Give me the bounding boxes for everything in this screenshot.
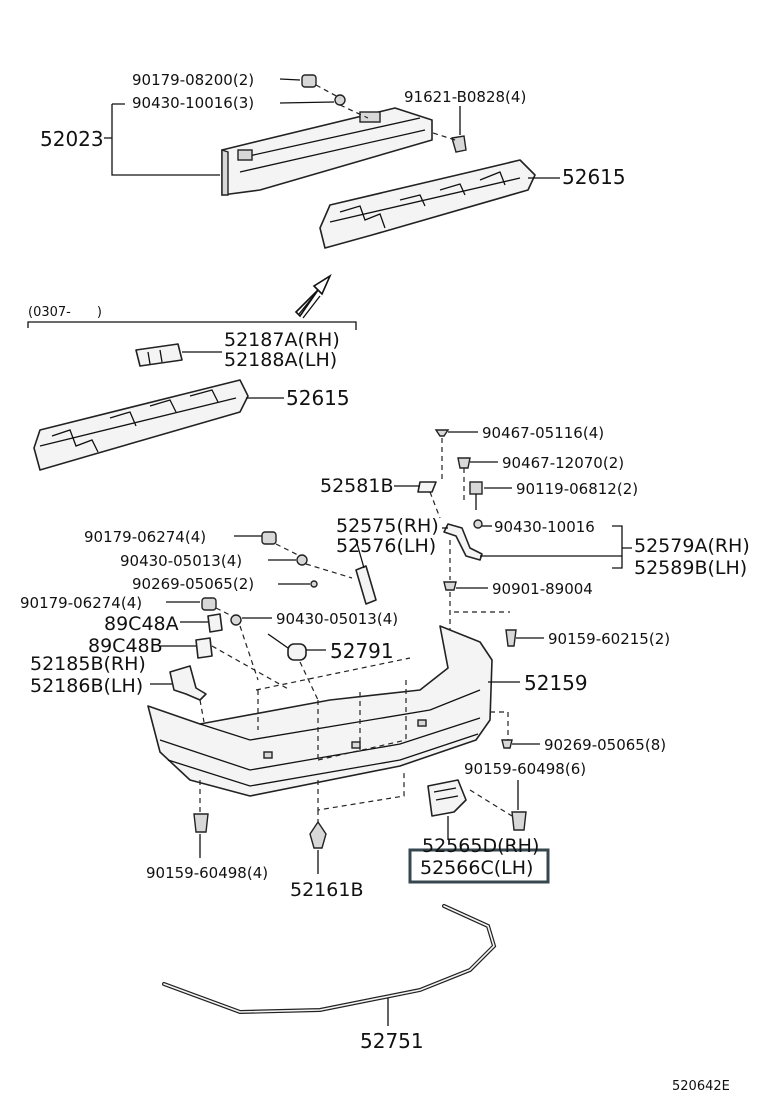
label-52185b: 52185B(RH) bbox=[30, 653, 146, 675]
retainer-52575-icon bbox=[443, 523, 483, 561]
clip-90269-05065-b-icon bbox=[501, 739, 513, 749]
label-52751: 52751 bbox=[360, 1029, 424, 1053]
bumper-molding-52751 bbox=[162, 904, 497, 1015]
diagram-code: 520642E bbox=[672, 1079, 730, 1094]
label-90430-05013-b: 90430-05013(4) bbox=[276, 610, 398, 628]
bumper-reinforcement-52023 bbox=[221, 107, 433, 196]
label-52187a: 52187A(RH) bbox=[224, 329, 340, 351]
label-89c48b: 89C48B bbox=[88, 635, 163, 657]
label-90430-05013-a: 90430-05013(4) bbox=[120, 552, 242, 570]
assembly-arrow-icon bbox=[294, 273, 332, 319]
screw-90159-60498-a-icon bbox=[511, 811, 527, 831]
label-90179-08200: 90179-08200(2) bbox=[132, 71, 254, 89]
label-90159-60498-4: 90159-60498(4) bbox=[146, 864, 268, 882]
nut-90179-06274-a-icon bbox=[261, 531, 277, 545]
label-89c48a: 89C48A bbox=[104, 613, 179, 635]
washer-90430-10016-icon bbox=[334, 94, 346, 106]
label-52023: 52023 bbox=[40, 127, 104, 151]
label-52589b: 52589B(LH) bbox=[634, 557, 747, 579]
clip-90467-05116-icon bbox=[434, 429, 450, 437]
label-52186b: 52186B(LH) bbox=[30, 675, 143, 697]
label-52566c: 52566C(LH) bbox=[420, 857, 533, 879]
label-90467-12070: 90467-12070(2) bbox=[502, 454, 624, 472]
washer-90430-05013-a-icon bbox=[296, 554, 308, 566]
label-range-note: (0307- ) bbox=[28, 305, 102, 320]
bracket-52575-stud-icon bbox=[355, 565, 377, 605]
bracket-52565d-icon bbox=[427, 779, 467, 817]
label-90430-10016: 90430-10016 bbox=[494, 518, 595, 536]
nut-90179-08200-icon bbox=[301, 74, 317, 88]
nut-90901-89004-icon bbox=[443, 581, 457, 591]
bolt-90119-06812-icon bbox=[469, 481, 483, 510]
label-90179-06274-b: 90179-06274(4) bbox=[20, 594, 142, 612]
label-90179-06274-a: 90179-06274(4) bbox=[84, 528, 206, 546]
label-90119-06812: 90119-06812(2) bbox=[516, 480, 638, 498]
label-90269-05065-8: 90269-05065(8) bbox=[544, 736, 666, 754]
label-52576: 52576(LH) bbox=[336, 535, 436, 557]
label-52565d: 52565D(RH) bbox=[422, 835, 539, 857]
clip-52161b-icon bbox=[309, 820, 327, 849]
bracket-52185b-icon bbox=[169, 665, 207, 701]
label-52615-mid: 52615 bbox=[286, 386, 350, 410]
clip-90467-12070-icon bbox=[457, 457, 471, 469]
label-52579a: 52579A(RH) bbox=[634, 535, 750, 557]
highlight-box-52566c bbox=[408, 848, 550, 884]
label-52791: 52791 bbox=[330, 639, 394, 663]
label-52581b: 52581B bbox=[320, 475, 393, 497]
label-90269-05065-2: 90269-05065(2) bbox=[132, 575, 254, 593]
label-52615-top: 52615 bbox=[562, 165, 626, 189]
label-52575: 52575(RH) bbox=[336, 515, 439, 537]
label-52161b: 52161B bbox=[290, 879, 363, 901]
sensor-52791-icon bbox=[267, 633, 307, 661]
bolt-91621-b0828-icon bbox=[451, 135, 467, 153]
clip-90269-05065-a-icon bbox=[310, 580, 318, 588]
label-90430-10016-3: 90430-10016(3) bbox=[132, 94, 254, 112]
label-90901-89004: 90901-89004 bbox=[492, 580, 593, 598]
label-52188a: 52188A(LH) bbox=[224, 349, 337, 371]
energy-absorber-52615-mid bbox=[33, 379, 249, 471]
label-52159: 52159 bbox=[524, 671, 588, 695]
energy-absorber-52615-top bbox=[319, 159, 536, 249]
label-90159-60215: 90159-60215(2) bbox=[548, 630, 670, 648]
pad-52581b-icon bbox=[417, 481, 437, 493]
washer-90430-05013-b-icon bbox=[230, 614, 242, 626]
label-90159-60498-6: 90159-60498(6) bbox=[464, 760, 586, 778]
retainer-89c48a-icon bbox=[207, 613, 223, 633]
washer-90430-10016-b-icon bbox=[473, 519, 483, 529]
retainer-89c48b-icon bbox=[195, 637, 213, 659]
bracket-52187a-icon bbox=[135, 343, 183, 367]
screw-90159-60498-b-icon bbox=[193, 813, 209, 833]
label-91621-b0828: 91621-B0828(4) bbox=[404, 88, 526, 106]
screw-90159-60215-icon bbox=[505, 629, 517, 647]
nut-90179-06274-b-icon bbox=[201, 597, 217, 611]
label-90467-05116: 90467-05116(4) bbox=[482, 424, 604, 442]
